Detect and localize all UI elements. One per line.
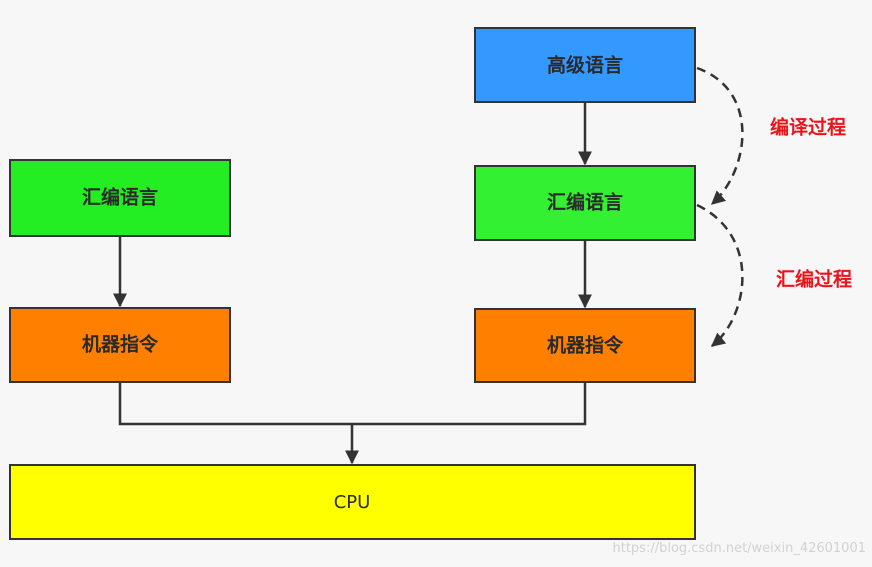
watermark: https://blog.csdn.net/weixin_42601001 <box>612 541 866 556</box>
left-machine-label: 机器指令 <box>82 333 159 356</box>
compile-process-curve <box>696 66 744 205</box>
assemble-process-curve <box>696 203 744 347</box>
connector-machine-to-cpu <box>118 382 587 426</box>
left-assembly-box <box>9 159 231 237</box>
right-assembly-box <box>474 165 696 241</box>
compile-process-label: 编译过程 <box>770 116 846 139</box>
left-machine-box <box>9 307 231 383</box>
right-assembly-label: 汇编语言 <box>547 191 623 214</box>
right-machine-box <box>474 308 696 383</box>
high-level-box <box>474 27 696 103</box>
cpu-box <box>9 464 696 540</box>
right-machine-label: 机器指令 <box>547 334 624 357</box>
high-level-label: 高级语言 <box>547 54 623 77</box>
assemble-process-label: 汇编过程 <box>776 268 852 291</box>
left-assembly-label: 汇编语言 <box>82 186 158 209</box>
cpu-label: CPU <box>334 492 371 513</box>
